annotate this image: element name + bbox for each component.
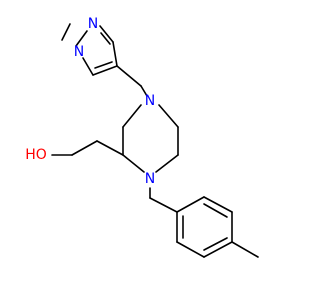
bond-ar2-ar3-inner <box>203 203 228 218</box>
bond-c4-ch2 <box>116 65 142 87</box>
bond-ar2-ar3 <box>203 196 233 213</box>
bond-c5-n1 <box>82 57 94 76</box>
bond-ar4-ar5-inner <box>203 237 228 251</box>
atom-label-hydroxyl: HO <box>25 147 47 163</box>
bond-n-methyl <box>61 23 71 41</box>
bond-c4-c5 <box>92 65 118 76</box>
bond-ar4-ar5 <box>203 241 233 258</box>
bond-n2-c3-inner <box>100 32 111 45</box>
atom-label-n-piperazine-1: N <box>145 171 155 187</box>
bond-n1-c6 <box>155 154 179 173</box>
bond-ar5-ar6 <box>176 241 205 258</box>
bond-ch2a-ch2b <box>71 140 98 156</box>
bond-c2-n1 <box>122 154 145 173</box>
bond-ar1-ar2 <box>176 196 205 213</box>
bond-c3-c4 <box>112 41 118 67</box>
bond-n2-c3 <box>99 25 114 43</box>
bond-layer <box>51 23 259 258</box>
atom-label-layer: N N N N HO <box>25 16 155 187</box>
atom-label-n-pyrazole-2: N <box>88 16 98 32</box>
molecule-structure: N N N N HO <box>0 0 300 300</box>
bond-n1-n2 <box>75 30 88 47</box>
canvas-background <box>0 0 300 300</box>
bond-c2-ch2a <box>96 140 124 156</box>
bond-n4-c3 <box>122 104 142 128</box>
bond-ch2-ar <box>149 197 178 213</box>
bond-c4-c5-inner <box>94 61 113 69</box>
atom-label-n-pyrazole-1: N <box>74 44 84 60</box>
bond-ch2-n4 <box>140 85 148 97</box>
atom-label-n-piperazine-4: N <box>145 93 155 109</box>
bond-c5-n4 <box>158 104 179 128</box>
bond-ar4-methyl <box>231 241 259 258</box>
